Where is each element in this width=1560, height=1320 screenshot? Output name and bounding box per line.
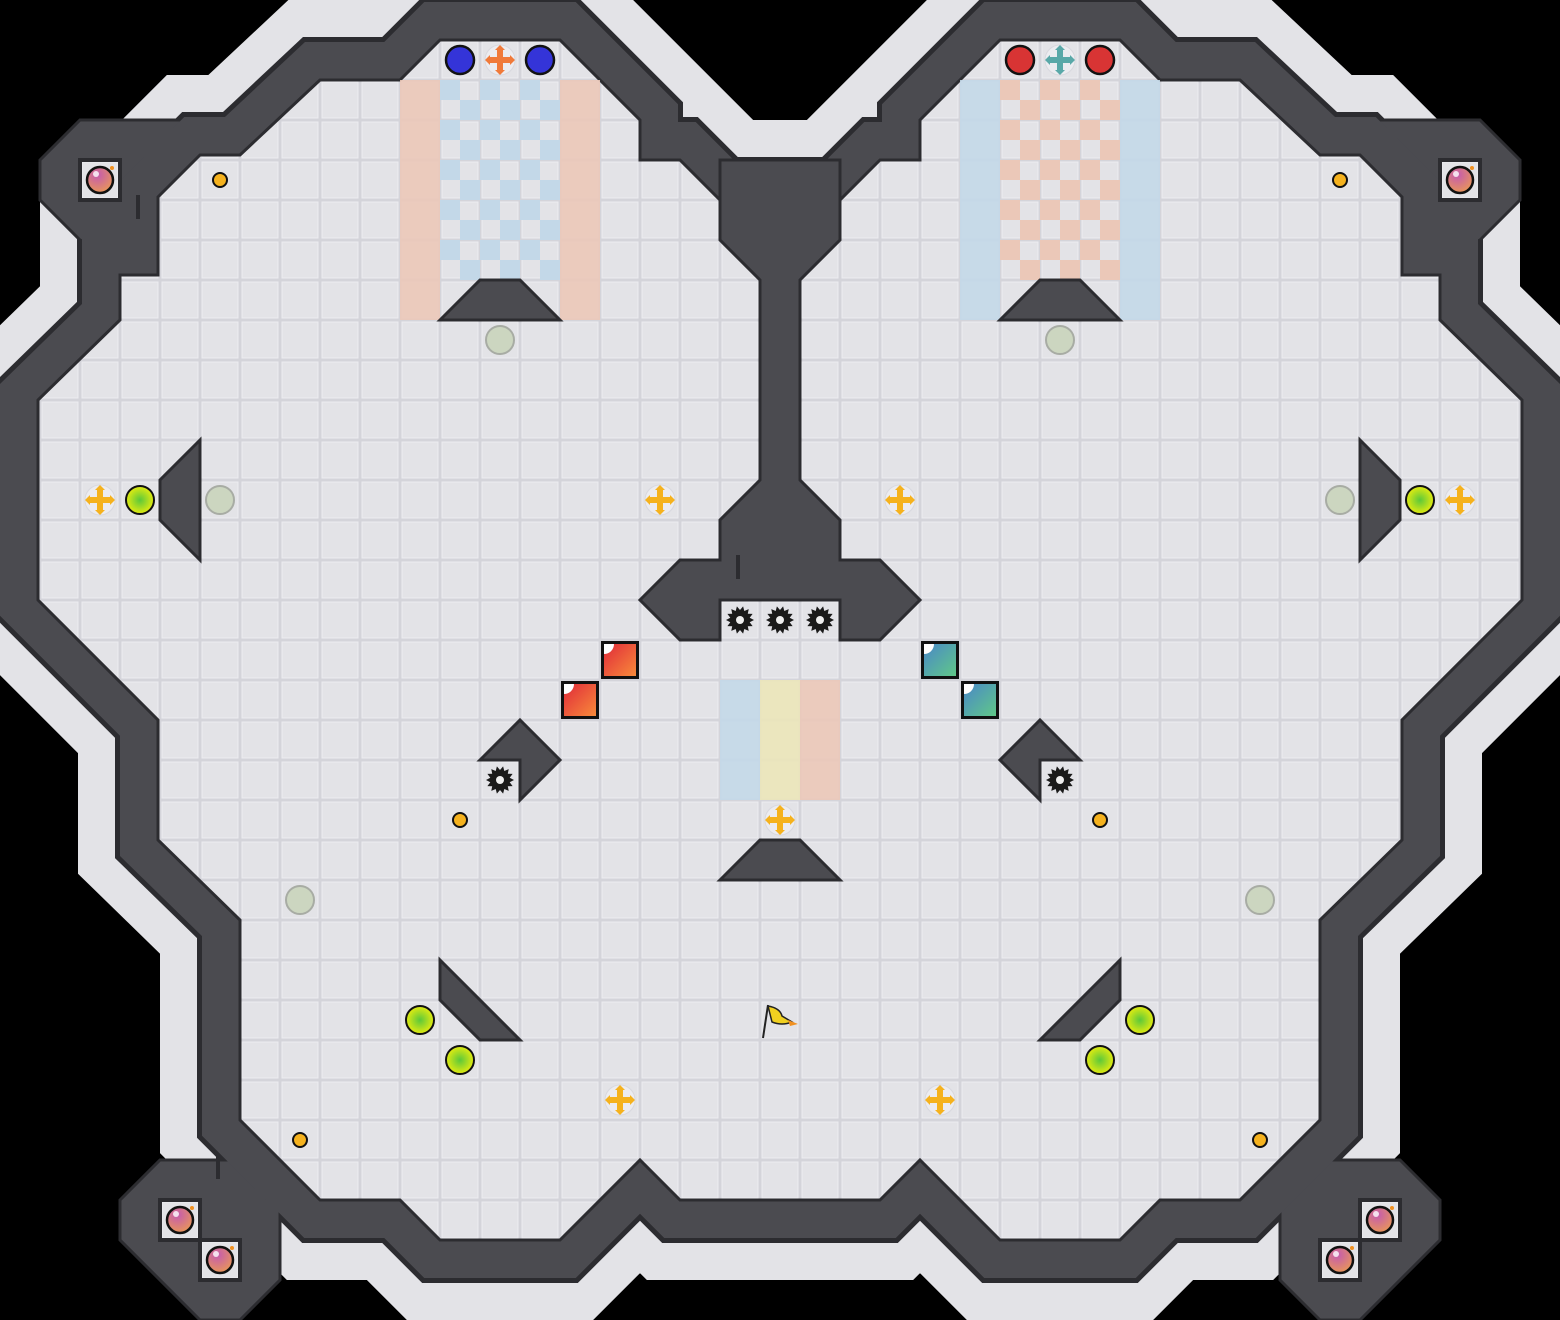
bomb-icon: [1092, 812, 1108, 828]
yellow-center-zone: [760, 680, 800, 800]
spike-icon: [486, 766, 514, 794]
inner-walls: [136, 158, 1402, 1179]
portal-icon: [205, 1245, 235, 1275]
blue-flag-zone: [440, 80, 560, 280]
blue-stripe-zone: [960, 80, 1000, 320]
side-triangle-wall: [158, 436, 202, 564]
red-team-boost-icon: [484, 44, 516, 76]
spike-icon: [806, 606, 834, 634]
portal-icon: [1445, 165, 1475, 195]
blue-team-boost-icon: [1044, 44, 1076, 76]
inactive-boost-icon: [285, 885, 315, 915]
bomb-icon: [452, 812, 468, 828]
red-center-zone: [800, 680, 840, 800]
powerup-icon: [125, 485, 155, 515]
boost-icon: [84, 484, 116, 516]
boost-icon: [924, 1084, 956, 1116]
red-stripe-zone: [560, 80, 600, 320]
wall-marker: [136, 195, 140, 219]
blue-flag-ball-icon: [524, 44, 556, 76]
boost-icon: [884, 484, 916, 516]
diagonal-wall: [1036, 956, 1122, 1042]
bomb-icon: [212, 172, 228, 188]
boost-icon: [644, 484, 676, 516]
teal-gate-icon: [961, 681, 999, 719]
powerup-icon: [405, 1005, 435, 1035]
floor-area: [36, 38, 1524, 1242]
wall-marker: [216, 1155, 220, 1179]
floor: [36, 38, 1524, 1242]
blue-stripe-zone: [1120, 80, 1160, 320]
portal-icon: [85, 165, 115, 195]
powerup-icon: [1125, 1005, 1155, 1035]
flag-base-wall: [996, 278, 1124, 322]
bomb-icon: [292, 1132, 308, 1148]
spike-icon: [1046, 766, 1074, 794]
wall-marker: [736, 555, 740, 579]
blue-flag-ball-icon: [444, 44, 476, 76]
side-triangle-wall: [1358, 436, 1402, 564]
bomb-icon: [1252, 1132, 1268, 1148]
red-flag-zone: [1000, 80, 1120, 280]
inactive-boost-icon: [485, 325, 515, 355]
red-flag-ball-icon: [1004, 44, 1036, 76]
inactive-boost-icon: [1325, 485, 1355, 515]
center-base-wall: [716, 838, 844, 882]
red-gate-icon: [601, 641, 639, 679]
team-zones: [400, 80, 1160, 800]
spike-icon: [766, 606, 794, 634]
boost-icon: [1444, 484, 1476, 516]
spike-icon: [726, 606, 754, 634]
portal-icon: [1325, 1245, 1355, 1275]
red-stripe-zone: [400, 80, 440, 320]
boost-icon: [764, 804, 796, 836]
teal-gate-icon: [921, 641, 959, 679]
red-gate-icon: [561, 681, 599, 719]
powerup-icon: [1085, 1045, 1115, 1075]
powerup-icon: [1405, 485, 1435, 515]
red-flag-ball-icon: [1084, 44, 1116, 76]
spike-triangle-wall: [997, 717, 1084, 804]
center-divider-wall: [637, 158, 923, 642]
powerup-icon: [445, 1045, 475, 1075]
bomb-icon: [1332, 172, 1348, 188]
blue-center-zone: [720, 680, 760, 800]
diagonal-wall: [438, 956, 524, 1042]
endzone-flag-icon: [762, 1004, 798, 1039]
portal-icon: [165, 1205, 195, 1235]
inactive-boost-icon: [1045, 325, 1075, 355]
boost-icon: [604, 1084, 636, 1116]
map-entities: [84, 44, 1476, 1275]
portal-icon: [1365, 1205, 1395, 1235]
inactive-boost-icon: [205, 485, 235, 515]
inactive-boost-icon: [1245, 885, 1275, 915]
flag-base-wall: [436, 278, 564, 322]
spike-triangle-wall: [476, 717, 563, 804]
